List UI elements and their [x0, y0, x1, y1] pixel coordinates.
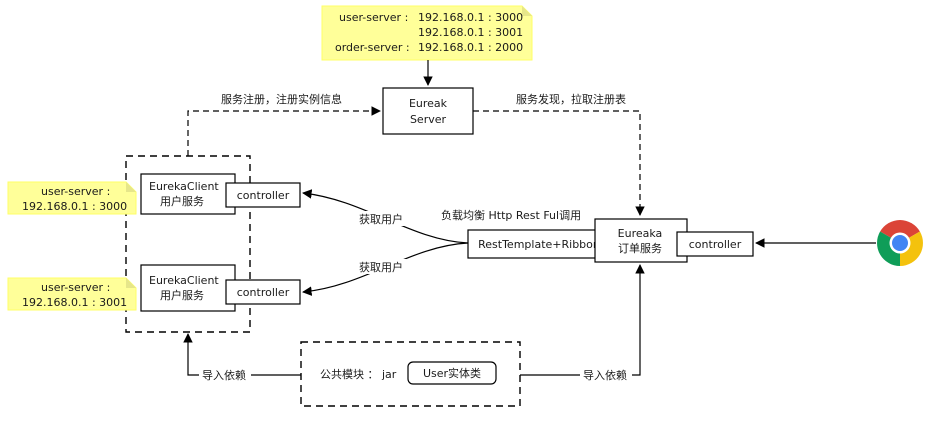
label-import-left: 导入依赖 [202, 369, 246, 382]
note-top-key1: user-server : [339, 11, 408, 24]
note-left1-val: 192.168.0.1 : 3000 [22, 200, 127, 213]
user-service-node-1: EurekaClient 用户服务 controller [140, 173, 301, 215]
label-get-user-2: 获取用户 [359, 260, 403, 274]
note-left2-key: user-server : [41, 281, 110, 294]
common-module [300, 341, 521, 407]
edge-import-right [520, 264, 645, 376]
edge-import-left [183, 333, 301, 376]
note-top-key3: order-server : [335, 41, 410, 54]
note-top-val3: 192.168.0.1 : 2000 [418, 41, 523, 54]
eureka-server-node: Eureak Server [382, 87, 474, 135]
note-left2-val: 192.168.0.1 : 3001 [22, 296, 127, 309]
client2-controller: controller [237, 286, 290, 299]
eureka-server-line1: Eureak [409, 97, 448, 110]
client1-line2: 用户服务 [160, 194, 204, 208]
rest-template-node: RestTemplate+Ribbon [467, 229, 611, 259]
user-entity-node: User实体类 [407, 361, 497, 385]
note-user-server-2: user-server : 192.168.0.1 : 3001 [7, 277, 137, 311]
edge-register [187, 106, 381, 156]
note-left1-key: user-server : [41, 185, 110, 198]
common-module-label: 公共模块 ： jar [320, 368, 397, 381]
client1-line1: EurekaClient [149, 180, 219, 193]
label-register: 服务注册，注册实例信息 [221, 92, 342, 106]
order-controller: controller [689, 238, 742, 251]
order-line2: 订单服务 [618, 242, 662, 255]
user-service-node-2: EurekaClient 用户服务 controller [140, 264, 301, 312]
edge-discover [473, 110, 645, 216]
client1-controller: controller [237, 189, 290, 202]
order-line1: Eureaka [618, 227, 663, 240]
client2-line1: EurekaClient [149, 274, 219, 287]
client2-line2: 用户服务 [160, 288, 204, 302]
user-entity-label: User实体类 [423, 366, 481, 380]
label-discover: 服务发现，拉取注册表 [516, 92, 626, 106]
label-load-balance: 负载均衡 Http Rest Ful调用 [441, 208, 581, 222]
note-user-server-1: user-server : 192.168.0.1 : 3000 [7, 181, 137, 215]
note-server-registry: user-server : 192.168.0.1 : 3000 192.168… [321, 5, 533, 61]
eureka-server-line2: Server [410, 113, 447, 126]
user-service-cluster [125, 155, 251, 333]
note-top-val2: 192.168.0.1 : 3001 [418, 26, 523, 39]
label-import-right: 导入依赖 [583, 369, 627, 382]
label-get-user-1: 获取用户 [359, 212, 403, 226]
note-top-val1: 192.168.0.1 : 3000 [418, 11, 523, 24]
chrome-browser-icon [877, 220, 923, 266]
rest-template-label: RestTemplate+Ribbon [478, 238, 600, 251]
order-service-node: Eureaka 订单服务 controller [594, 218, 754, 263]
